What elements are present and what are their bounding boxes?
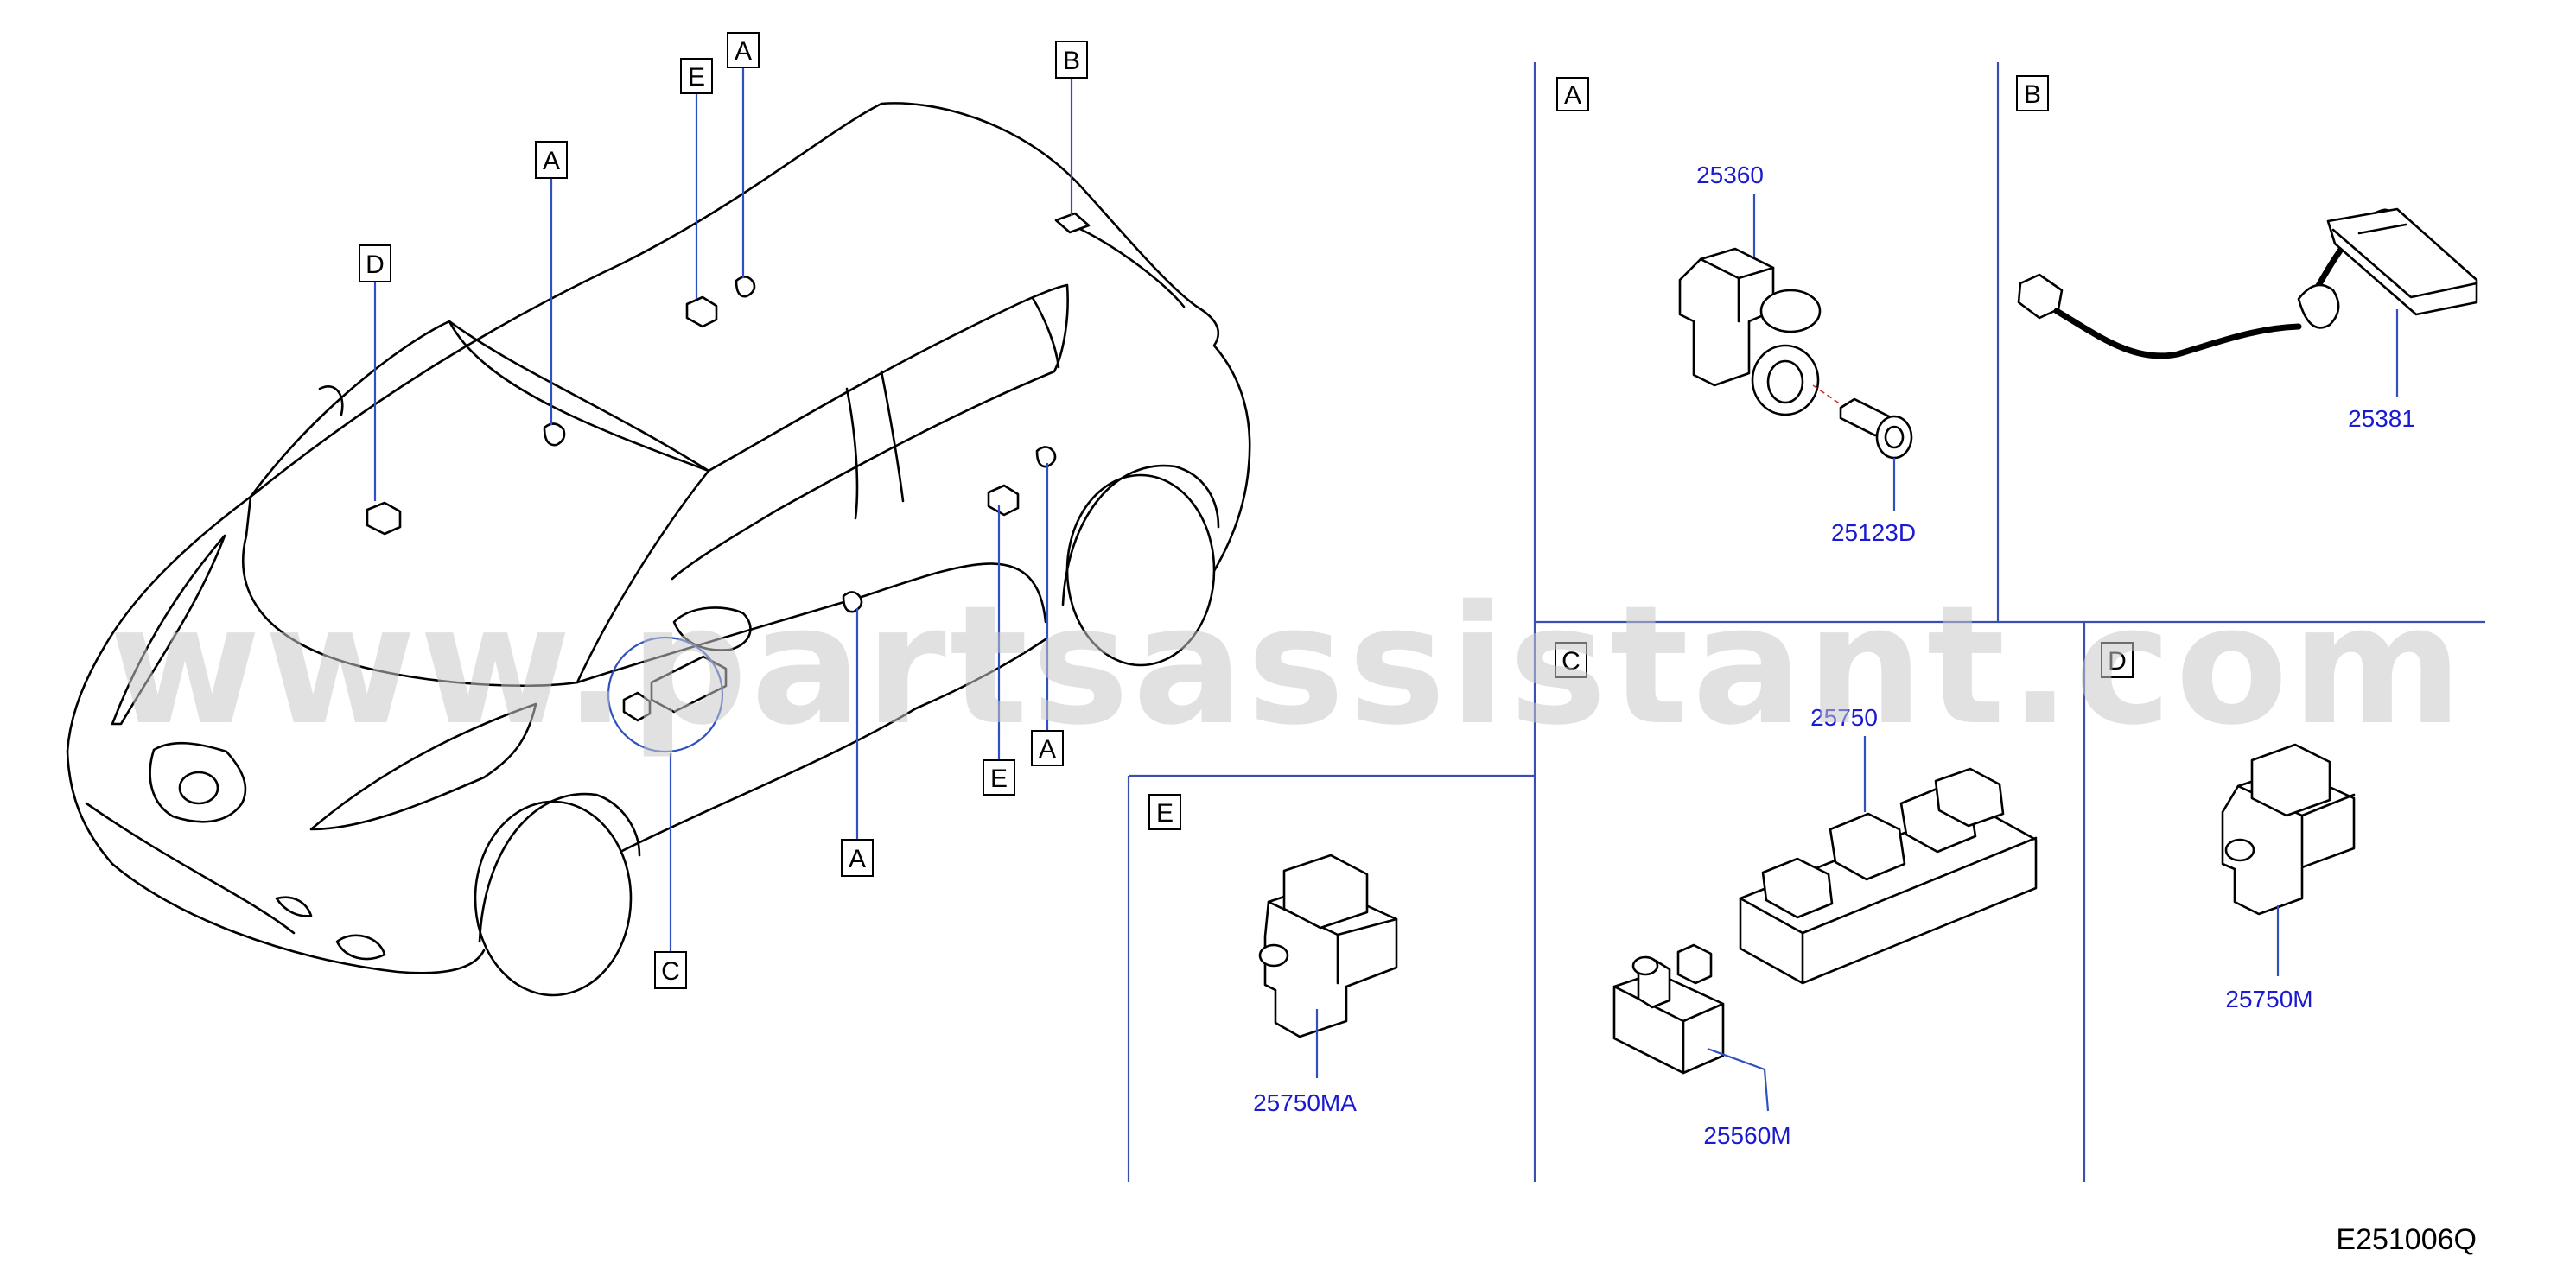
car-roof-outline — [249, 102, 1251, 606]
callout-box-b: B — [1055, 41, 1088, 79]
callout-box-d: D — [359, 244, 391, 282]
front-grille — [149, 741, 247, 823]
side-window — [671, 283, 1069, 581]
part-number-25381: 25381 — [2348, 405, 2415, 432]
panel-c-letter: C — [1562, 647, 1581, 676]
watermark-text: www.partsassistant.com — [109, 570, 2466, 761]
front-wheel-arch — [478, 792, 641, 943]
part-number-25750ma: 25750MA — [1253, 1089, 1357, 1116]
emblem — [178, 771, 219, 805]
part-25750ma-switch — [1258, 854, 1398, 1038]
hood-crease — [448, 320, 710, 473]
switch-marker-e1 — [685, 295, 718, 328]
part-number-25560m: 25560M — [1703, 1122, 1790, 1149]
switch-marker-b — [1054, 212, 1091, 234]
door-switch-cluster — [650, 655, 728, 714]
callout-box-a4: A — [841, 839, 874, 877]
part-number-25750m: 25750M — [2225, 986, 2312, 1012]
panel-d: D 25750M — [2101, 642, 2356, 1012]
side-mirror — [672, 606, 752, 651]
door-switch-small — [622, 691, 652, 722]
part-25360-door-switch — [1678, 247, 1822, 416]
b-pillar — [845, 387, 859, 520]
right-headlight — [111, 534, 226, 726]
front-wheel — [474, 800, 633, 997]
callout-box-a3: A — [1031, 730, 1064, 766]
panel-a: A 25360 25123D — [1556, 77, 1916, 546]
car-hood — [66, 495, 252, 753]
switch-marker-a1 — [543, 422, 566, 447]
rocker-line — [620, 638, 1047, 853]
panel-e-letter: E — [1156, 799, 1174, 828]
callout-box-a2: A — [727, 32, 760, 68]
fog-light-right — [275, 896, 313, 917]
car-callouts: D A E A B E A A — [359, 32, 1088, 989]
callout-letter-c: C — [661, 957, 680, 986]
rear-spoiler — [1078, 227, 1186, 308]
switch-marker-a2 — [735, 276, 756, 298]
part-number-25123d: 25123D — [1831, 519, 1916, 546]
part-number-25360: 25360 — [1696, 162, 1764, 188]
left-headlight — [309, 702, 537, 831]
part-25381-harness-switch — [2017, 207, 2478, 359]
panel-a-letter: A — [1564, 81, 1581, 110]
bumper-lower — [85, 802, 296, 935]
panel-d-letter: D — [2108, 647, 2127, 676]
fog-light — [335, 934, 386, 961]
switch-marker-e2 — [987, 484, 1020, 517]
panel-b: B 25381 — [2016, 75, 2478, 432]
callout-letter-a4: A — [849, 845, 866, 873]
callout-letter-d: D — [366, 251, 385, 279]
callout-letter-b: B — [1063, 47, 1080, 75]
part-25750m-switch — [2221, 743, 2356, 916]
panel-b-letter: B — [2024, 80, 2041, 109]
detail-circle-c — [607, 636, 724, 753]
switch-marker-d — [366, 501, 402, 536]
door-line — [576, 562, 1047, 684]
part-25123d-screw — [1839, 397, 1913, 460]
rear-wheel-arch — [1061, 464, 1220, 606]
panel-dividers — [1127, 62, 2485, 1182]
car-switch-markers — [366, 212, 1091, 722]
part-25560m-switch — [1612, 943, 1725, 1075]
callout-letter-a2: A — [735, 37, 752, 66]
callout-box-e2: E — [983, 759, 1015, 796]
switch-marker-a4 — [842, 591, 863, 613]
callout-letter-a3: A — [1039, 735, 1056, 764]
callout-letter-e2: E — [990, 765, 1008, 793]
front-bumper — [66, 750, 486, 974]
quarter-window — [1031, 296, 1060, 369]
wiper-area — [318, 385, 344, 416]
callout-box-c: C — [654, 951, 687, 989]
callout-box-e1: E — [680, 58, 713, 94]
panel-c: C 25750 25560M — [1555, 642, 2038, 1149]
callout-letter-e1: E — [688, 63, 705, 92]
switch-marker-a3 — [1035, 446, 1057, 468]
car-illustration — [66, 102, 1251, 997]
callout-letter-a1: A — [543, 147, 560, 175]
windshield — [242, 320, 710, 688]
diagram-code: E251006Q — [2336, 1223, 2477, 1256]
c-pillar — [880, 370, 905, 503]
part-number-25750: 25750 — [1810, 704, 1878, 731]
callout-box-a1: A — [535, 141, 568, 179]
part-25750-master-switch — [1739, 767, 2038, 985]
panel-e: E 25750MA — [1148, 794, 1398, 1116]
